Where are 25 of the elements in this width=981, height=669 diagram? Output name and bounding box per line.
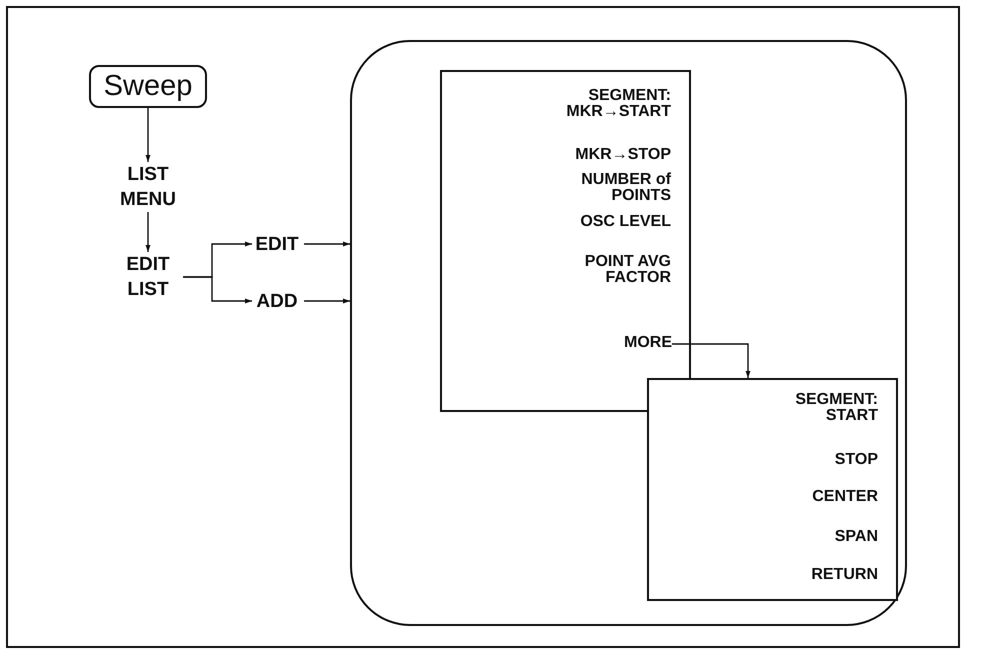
arrow: [146, 108, 150, 162]
softkey-box: Sweep: [89, 65, 207, 108]
menu-item: CENTER: [811, 489, 878, 505]
menu-item: NUMBER of POINTS: [580, 172, 671, 204]
arrow: [304, 242, 350, 246]
arrow: [146, 212, 150, 252]
menu-label: EDIT LIST: [113, 252, 183, 302]
menu-item: POINT AVG FACTOR: [584, 254, 671, 286]
arrow: [304, 298, 350, 304]
menu-panel: [440, 70, 691, 412]
arrow: [672, 343, 750, 378]
menu-item: SPAN: [834, 529, 878, 545]
menu-item: SEGMENT: MKR→START: [565, 88, 671, 120]
menu-item: RETURN: [810, 567, 878, 583]
menu-item: OSC LEVEL: [579, 214, 671, 230]
menu-item: MKR→STOP: [574, 147, 671, 163]
menu-label: ADD: [252, 289, 302, 313]
rounded-frame: [350, 40, 907, 626]
menu-item: STOP: [834, 452, 878, 468]
menu-item: SEGMENT: START: [794, 392, 878, 424]
menu-label: LIST MENU: [113, 162, 183, 212]
arrow: [183, 276, 252, 304]
menu-item: MORE: [606, 335, 672, 353]
menu-panel: [647, 378, 898, 601]
menu-label: EDIT: [252, 232, 302, 256]
